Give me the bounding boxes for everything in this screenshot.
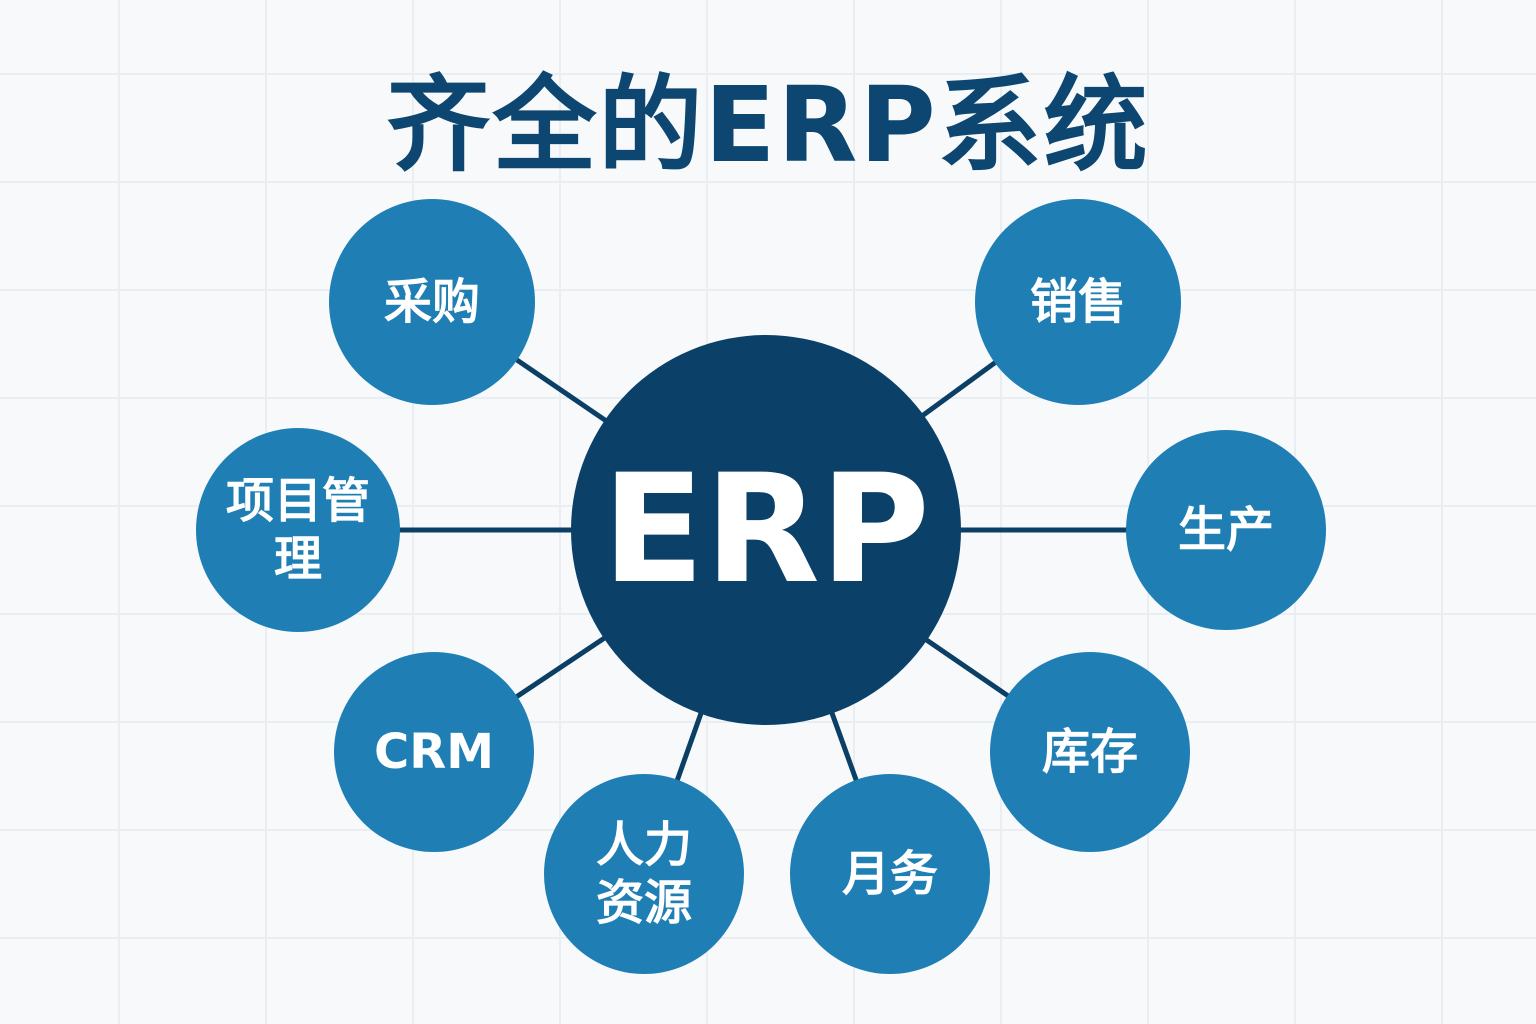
- module-label: 生产: [1177, 502, 1274, 558]
- module-node-production: 生产: [1126, 430, 1326, 630]
- module-node-sales: 销售: [975, 199, 1181, 405]
- module-node-inventory: 库存: [990, 652, 1190, 852]
- module-node-finance: 月务: [790, 774, 990, 974]
- module-label: CRM: [374, 724, 494, 780]
- module-label: 项目管理: [226, 473, 371, 587]
- module-label: 月务: [841, 846, 938, 902]
- module-label: 采购: [383, 274, 480, 330]
- module-label: 人力资源: [595, 817, 692, 931]
- module-node-human-resources: 人力资源: [544, 774, 744, 974]
- erp-hub-node: ERP: [571, 335, 961, 725]
- module-node-project-management: 项目管理: [196, 428, 400, 632]
- module-node-purchasing: 采购: [329, 199, 535, 405]
- module-label: 库存: [1041, 724, 1138, 780]
- diagram-title: 齐全的ERP系统: [386, 64, 1150, 186]
- module-node-crm: CRM: [334, 652, 534, 852]
- module-label: 销售: [1029, 274, 1126, 330]
- hub-label: ERP: [602, 443, 930, 617]
